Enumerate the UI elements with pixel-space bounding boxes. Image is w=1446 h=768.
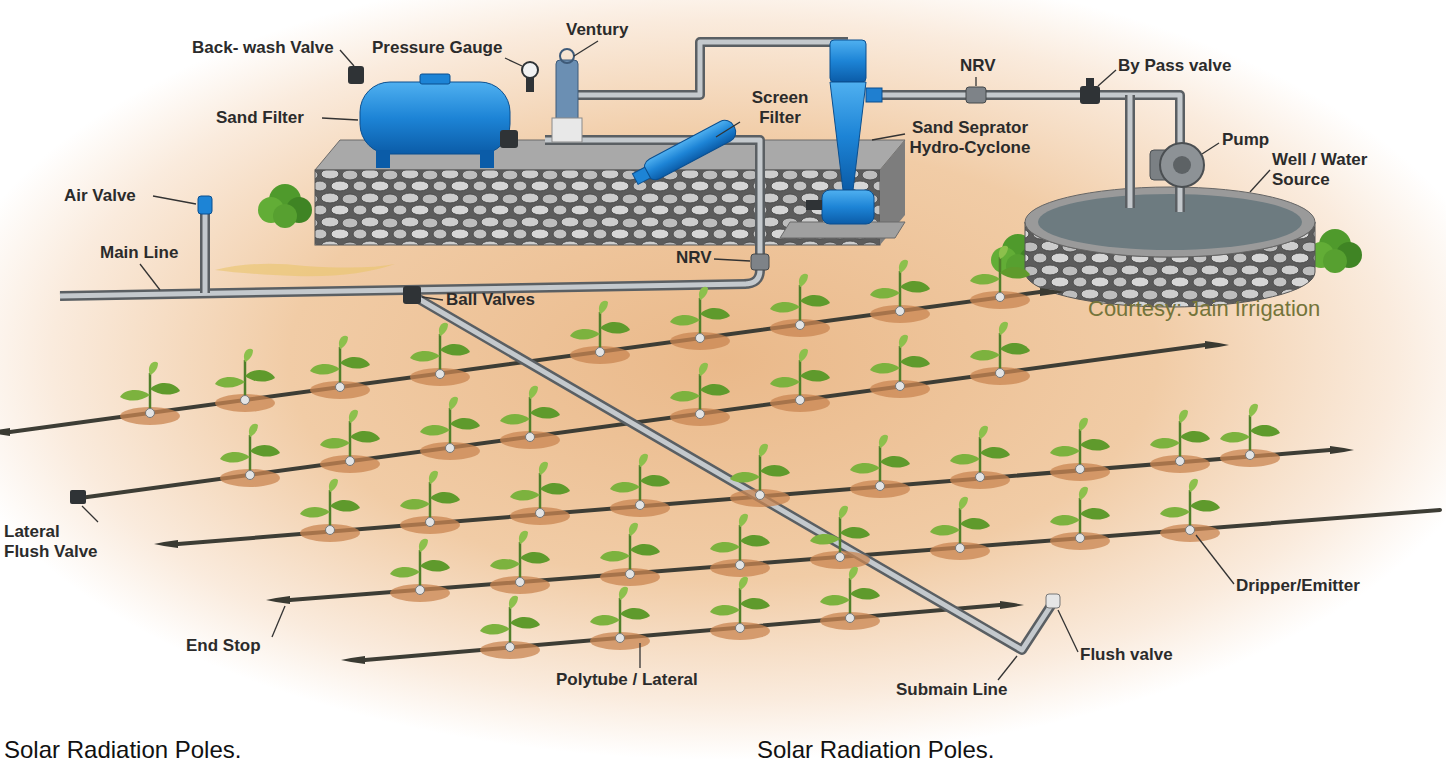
part-label: Ventury — [566, 20, 628, 40]
part-label: NRV — [960, 56, 996, 76]
credit-note: Courtesy: Jain Irrigation — [1088, 296, 1320, 322]
part-label: End Stop — [186, 636, 261, 656]
part-label: Polytube / Lateral — [556, 670, 698, 690]
part-label: Flush valve — [1080, 645, 1173, 665]
part-label: Well / Water Source — [1272, 150, 1384, 189]
part-label: Lateral Flush Valve — [4, 522, 99, 561]
part-label: By Pass valve — [1118, 56, 1231, 76]
part-label: Submain Line — [896, 680, 1007, 700]
part-label: Air Valve — [64, 186, 136, 206]
footer-note: Solar Radiation Poles. — [757, 736, 994, 764]
part-label: Ball Valves — [446, 290, 535, 310]
part-label: Sand Seprator Hydro-Cyclone — [900, 118, 1040, 157]
part-label: Sand Filter — [216, 108, 304, 128]
part-label: Dripper/Emitter — [1236, 576, 1360, 596]
part-label: Back- wash Valve — [192, 38, 334, 58]
part-label: Screen Filter — [742, 88, 818, 127]
part-label: Main Line — [100, 243, 178, 263]
part-label: Pressure Gauge — [372, 38, 502, 58]
footer-note: Solar Radiation Poles. — [4, 736, 241, 764]
part-label: NRV — [676, 248, 712, 268]
part-label: Pump — [1222, 130, 1269, 150]
